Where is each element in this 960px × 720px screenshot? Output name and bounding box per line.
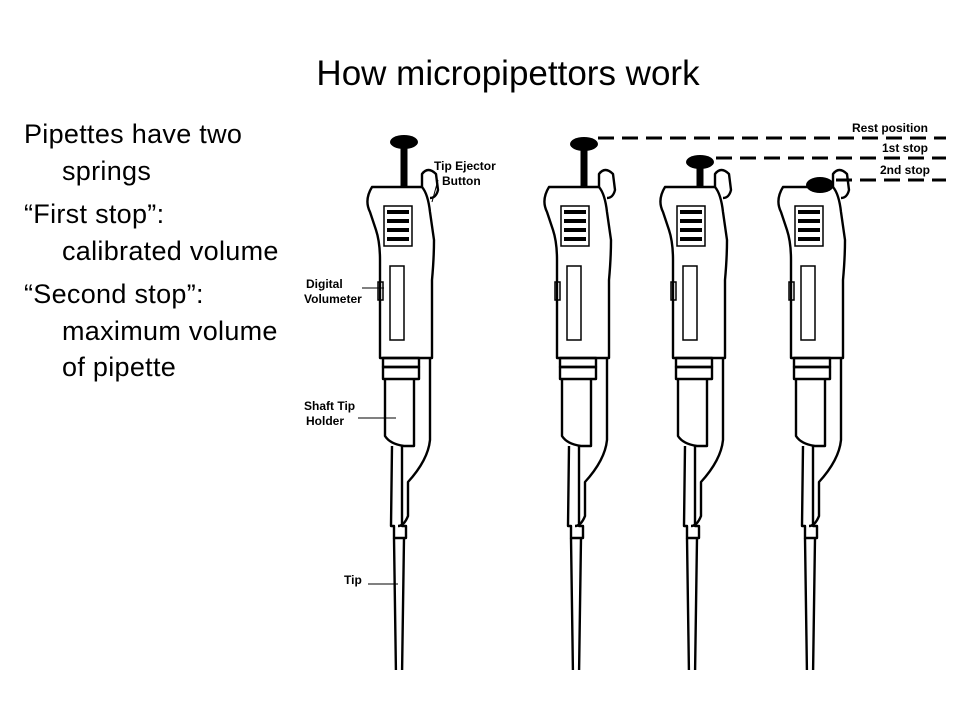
digital-volumeter-label: Volumeter (304, 292, 362, 306)
tip-ejector-button-label: Button (442, 174, 481, 188)
label-leader-lines (358, 179, 439, 585)
rest-position-label: Rest position (852, 121, 928, 135)
bullet-list: Pipettes have two springs “First stop”: … (24, 116, 286, 393)
slide-title: How micropipettors work (316, 54, 700, 93)
plunger-shafts (400, 142, 704, 187)
bullet-item: “Second stop”: maximum volume of pipette (24, 279, 278, 382)
shaft-tip-holder-label: Holder (306, 414, 344, 428)
stop-guide-lines (598, 136, 946, 182)
second-stop-label: 2nd stop (880, 163, 930, 177)
pipette-diagram: Tip Ejector Button Digital Volumeter Sha… (296, 110, 960, 670)
bullet-item: Pipettes have two springs (24, 119, 243, 186)
tip-ejector-button-label: Tip Ejector (434, 159, 496, 173)
pipette-3 (659, 168, 733, 670)
first-stop-label: 1st stop (882, 141, 928, 155)
digital-volumeter-label: Digital (306, 277, 343, 291)
pipette-1 (366, 168, 440, 670)
plunger-buttons (390, 135, 834, 193)
pipette-4 (777, 168, 851, 670)
pipette-2 (543, 168, 617, 670)
tip-label: Tip (344, 573, 362, 587)
pipette-diagram-svg: Tip Ejector Button Digital Volumeter Sha… (304, 121, 946, 670)
shaft-tip-holder-label: Shaft Tip (304, 399, 355, 413)
bullet-item: “First stop”: calibrated volume (24, 199, 279, 266)
